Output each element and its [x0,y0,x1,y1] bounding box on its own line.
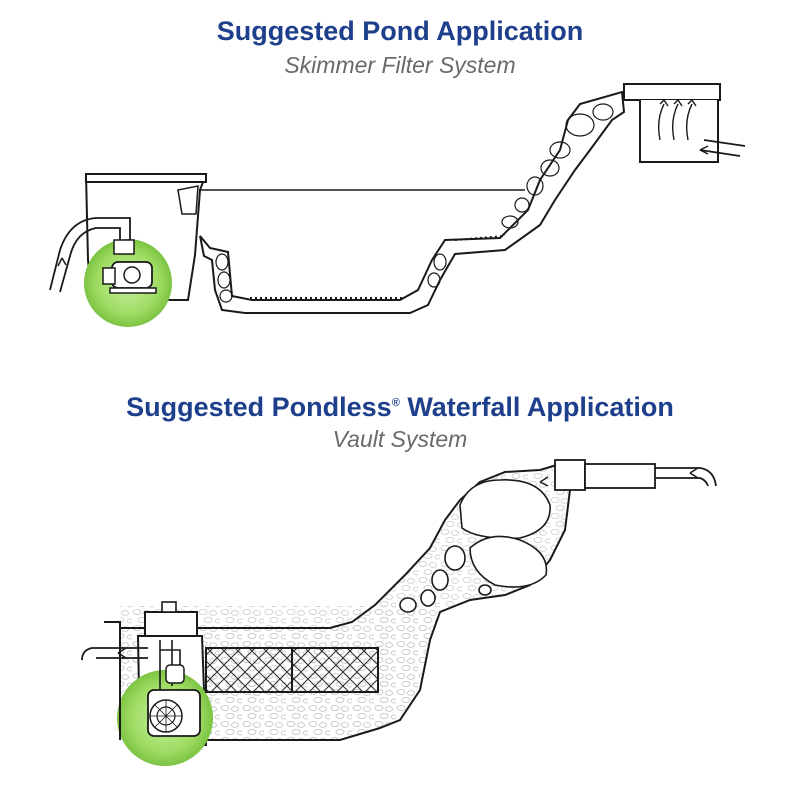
pond-gravel-shelf [454,235,506,241]
skimmer-pump [102,261,157,294]
vault-outflow-pipe [81,647,148,661]
vault-system-diagram [81,459,717,766]
check-valve [165,664,185,684]
skimmer-door [177,185,199,215]
return-pipe-top [49,217,97,293]
spillway-assembly [539,459,717,491]
pond-rocks [215,103,614,303]
registered-mark: ® [391,397,400,409]
skimmer-rim [85,173,207,183]
pipe-union [113,239,135,255]
vault-side-wall [104,621,121,740]
top-section-subtitle: Skimmer Filter System [284,52,516,78]
stream-boulders [399,479,551,613]
top-section-title: Suggested Pond Application [216,16,584,46]
flow-arrow-top [57,257,67,267]
water-matrix-blocks [205,647,379,693]
flow-arrow-filter [699,145,709,155]
biofalls-filter [623,83,746,163]
skimmer-pipe [95,217,131,240]
bottom-title-rest: Waterfall Application [399,392,674,422]
pond-liner [199,90,626,314]
bottom-title-main: Suggested Pondless [126,392,392,422]
vault-pump [147,689,201,737]
flow-arrow-inlet [539,476,549,487]
flow-arrow-spillway [689,467,699,479]
bottom-section-title: Suggested Pondless® Waterfall Applicatio… [0,392,800,423]
bottom-section-subtitle: Vault System [332,426,468,452]
skimmer-filter-diagram [49,83,746,327]
filter-inlet-pipe [699,139,746,157]
